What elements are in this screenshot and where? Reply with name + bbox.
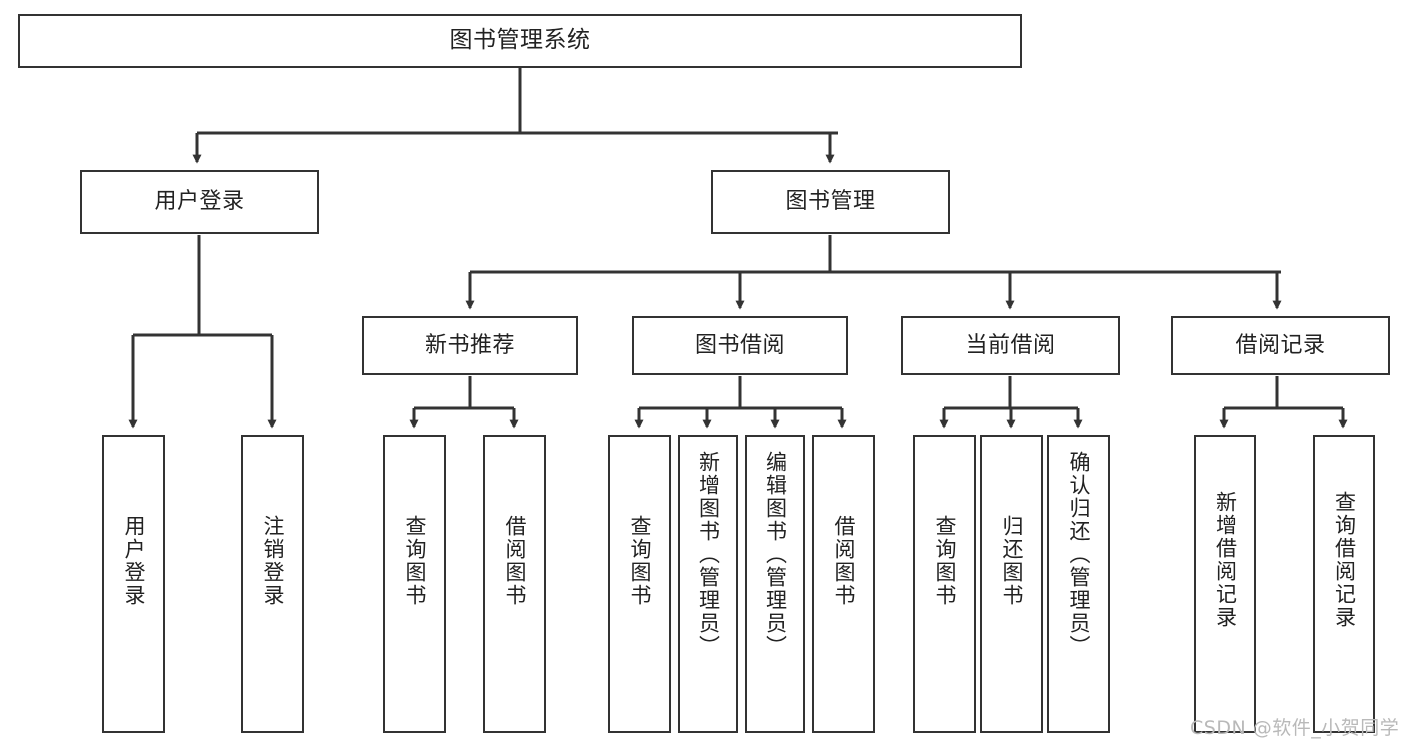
node-label: 新增图书（管理员）	[696, 451, 721, 658]
node-user-login[interactable]: 用户登录	[80, 170, 319, 234]
leaf-logout-login[interactable]: 注销登录	[241, 435, 304, 733]
node-label: 借阅图书	[503, 515, 527, 607]
node-label: 图书管理	[785, 189, 876, 215]
node-label: 当前借阅	[965, 332, 1056, 358]
node-current-borrow[interactable]: 当前借阅	[901, 316, 1120, 375]
node-label: 编辑图书（管理员）	[763, 451, 788, 658]
leaf-query-record[interactable]: 查询借阅记录	[1313, 435, 1375, 733]
leaf-user-login[interactable]: 用户登录	[102, 435, 165, 733]
node-label: 确认归还（管理员）	[1067, 451, 1091, 658]
node-label: 注销登录	[261, 515, 285, 607]
leaf-query-book-3[interactable]: 查询图书	[913, 435, 976, 733]
leaf-borrow-book-2[interactable]: 借阅图书	[812, 435, 875, 733]
node-borrow-record[interactable]: 借阅记录	[1171, 316, 1390, 375]
node-label: 查询借阅记录	[1332, 491, 1357, 629]
node-label: 查询图书	[933, 515, 957, 607]
node-label: 新增借阅记录	[1213, 491, 1238, 629]
node-label: 归还图书	[1000, 515, 1024, 607]
node-label: 新书推荐	[424, 332, 515, 358]
node-label: 用户登录	[154, 189, 245, 215]
leaf-edit-book[interactable]: 编辑图书（管理员）	[745, 435, 805, 733]
leaf-return-book[interactable]: 归还图书	[980, 435, 1043, 733]
node-label: 用户登录	[122, 515, 146, 607]
node-label: 借阅记录	[1235, 332, 1326, 358]
leaf-confirm-return[interactable]: 确认归还（管理员）	[1047, 435, 1110, 733]
watermark-text: CSDN @软件_小贺同学	[1190, 717, 1400, 739]
leaf-borrow-book-1[interactable]: 借阅图书	[483, 435, 546, 733]
node-label: 借阅图书	[832, 515, 856, 607]
node-new-book-recommend[interactable]: 新书推荐	[362, 316, 578, 375]
node-label: 查询图书	[403, 515, 427, 607]
leaf-add-record[interactable]: 新增借阅记录	[1194, 435, 1256, 733]
leaf-query-book-1[interactable]: 查询图书	[383, 435, 446, 733]
node-book-borrow[interactable]: 图书借阅	[632, 316, 848, 375]
node-book-manage[interactable]: 图书管理	[711, 170, 950, 234]
node-label: 查询图书	[628, 515, 652, 607]
node-label: 图书借阅	[694, 332, 785, 358]
node-label: 图书管理系统	[449, 27, 591, 54]
node-root-system[interactable]: 图书管理系统	[18, 14, 1022, 68]
leaf-query-book-2[interactable]: 查询图书	[608, 435, 671, 733]
leaf-add-book[interactable]: 新增图书（管理员）	[678, 435, 738, 733]
